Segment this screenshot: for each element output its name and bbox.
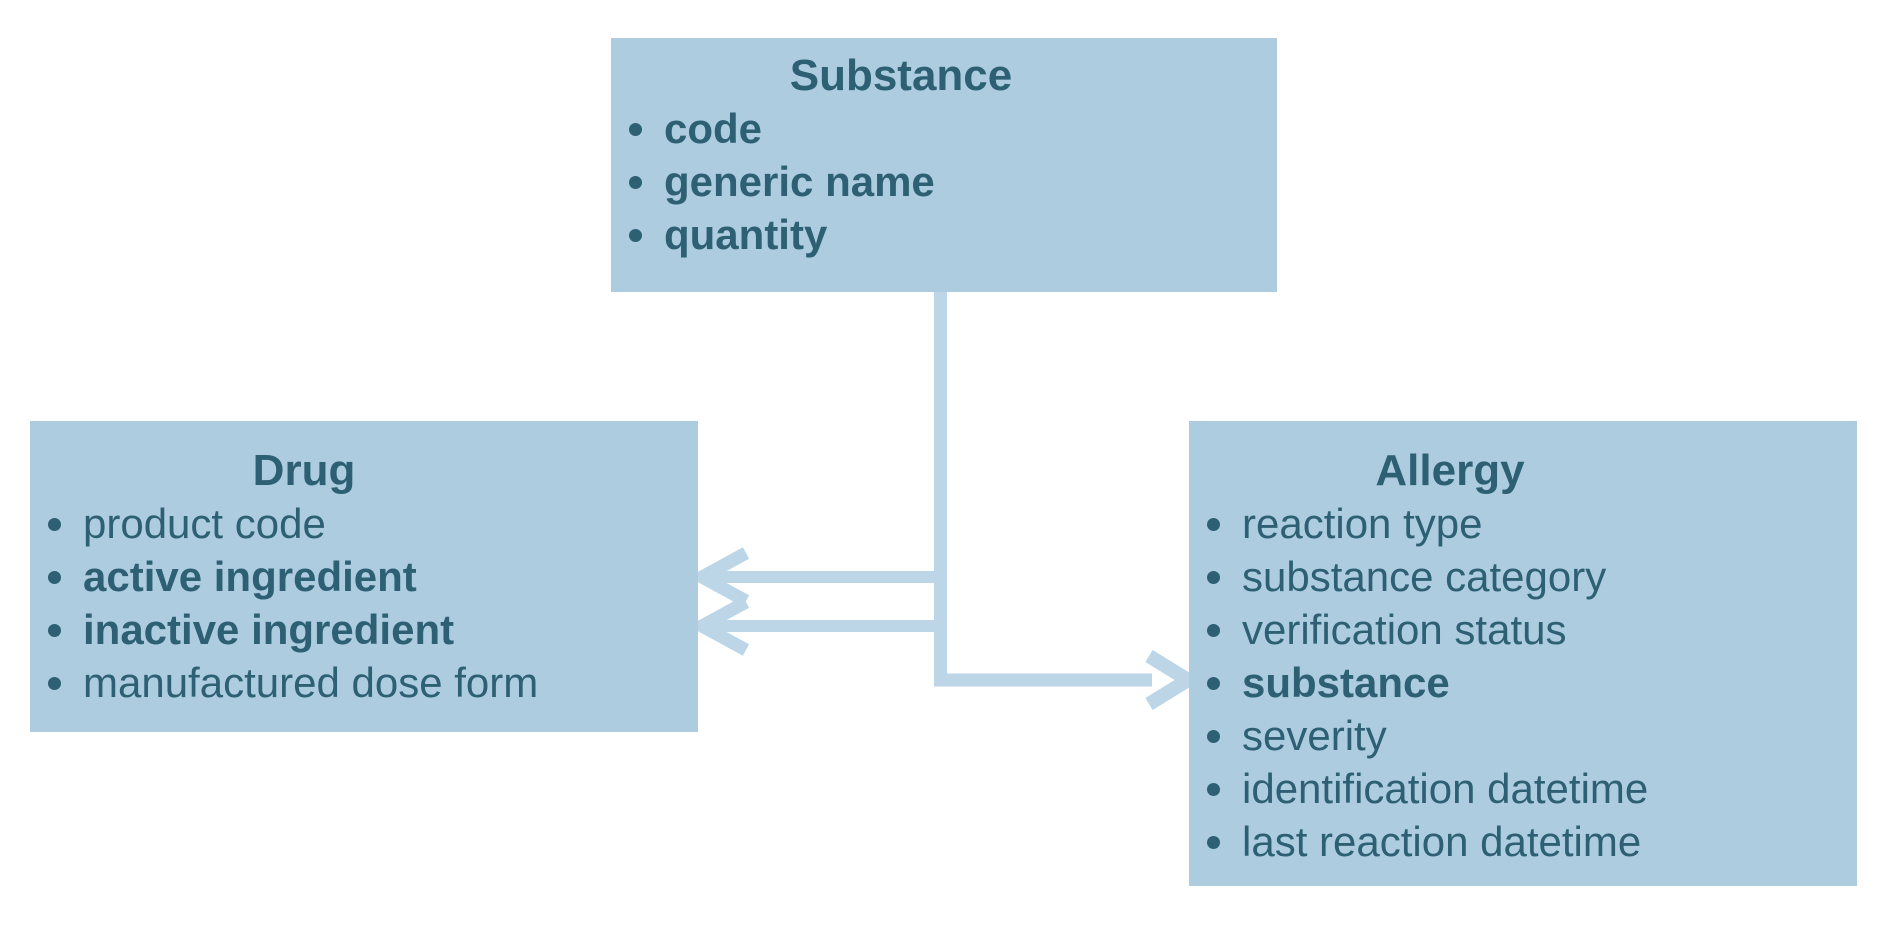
list-item: generic name	[629, 155, 1277, 208]
entity-title-drug: Drug	[252, 446, 356, 495]
bullet-icon	[48, 518, 61, 531]
attribute-label: substance	[1242, 659, 1450, 706]
entity-box-drug: Drug product code active ingredient inac…	[30, 421, 698, 732]
attribute-label: severity	[1242, 712, 1387, 759]
bullet-icon	[1207, 624, 1220, 637]
list-item: active ingredient	[48, 550, 698, 603]
bullet-icon	[1207, 730, 1220, 743]
attribute-label: quantity	[664, 211, 828, 258]
bullet-icon	[1207, 571, 1220, 584]
entity-title-substance: Substance	[789, 51, 1013, 100]
attribute-label: last reaction datetime	[1242, 818, 1642, 865]
list-item: reaction type	[1207, 497, 1857, 550]
attribute-label: generic name	[664, 158, 935, 205]
arrowhead-right-icon	[1145, 650, 1202, 710]
connector-substance-to-allergy	[934, 292, 1152, 687]
attribute-label: substance category	[1242, 553, 1607, 600]
bullet-icon	[48, 571, 61, 584]
attribute-label: code	[664, 105, 763, 152]
bullet-icon	[629, 176, 642, 189]
entity-box-allergy: Allergy reaction type substance category…	[1189, 421, 1857, 886]
list-item: last reaction datetime	[1207, 815, 1857, 868]
bullet-icon	[48, 677, 61, 690]
attribute-list: product code active ingredient inactive …	[30, 497, 698, 709]
list-item: quantity	[629, 208, 1277, 261]
bullet-icon	[1207, 783, 1220, 796]
attribute-label: identification datetime	[1242, 765, 1649, 812]
list-item: inactive ingredient	[48, 603, 698, 656]
bullet-icon	[1207, 677, 1220, 690]
entity-title-allergy: Allergy	[1375, 446, 1525, 495]
list-item: substance	[1207, 656, 1857, 709]
bullet-icon	[48, 624, 61, 637]
list-item: severity	[1207, 709, 1857, 762]
bullet-icon	[1207, 836, 1220, 849]
attribute-label: inactive ingredient	[83, 606, 455, 653]
list-item: substance category	[1207, 550, 1857, 603]
attribute-label: reaction type	[1242, 500, 1483, 547]
list-item: code	[629, 102, 1277, 155]
bullet-icon	[629, 229, 642, 242]
arrowhead-left-icon	[688, 547, 750, 607]
bullet-icon	[629, 123, 642, 136]
attribute-label: active ingredient	[83, 553, 417, 600]
list-item: product code	[48, 497, 698, 550]
bullet-icon	[1207, 518, 1220, 531]
list-item: manufactured dose form	[48, 656, 698, 709]
arrowhead-left-icon	[688, 596, 750, 656]
attribute-list: reaction type substance category verific…	[1189, 497, 1857, 868]
list-item: identification datetime	[1207, 762, 1857, 815]
attribute-label: verification status	[1242, 606, 1567, 653]
attribute-label: manufactured dose form	[83, 659, 539, 706]
attribute-label: product code	[83, 500, 326, 547]
attribute-list: code generic name quantity	[611, 102, 1277, 261]
list-item: verification status	[1207, 603, 1857, 656]
entity-box-substance: Substance code generic name quantity	[611, 38, 1277, 292]
